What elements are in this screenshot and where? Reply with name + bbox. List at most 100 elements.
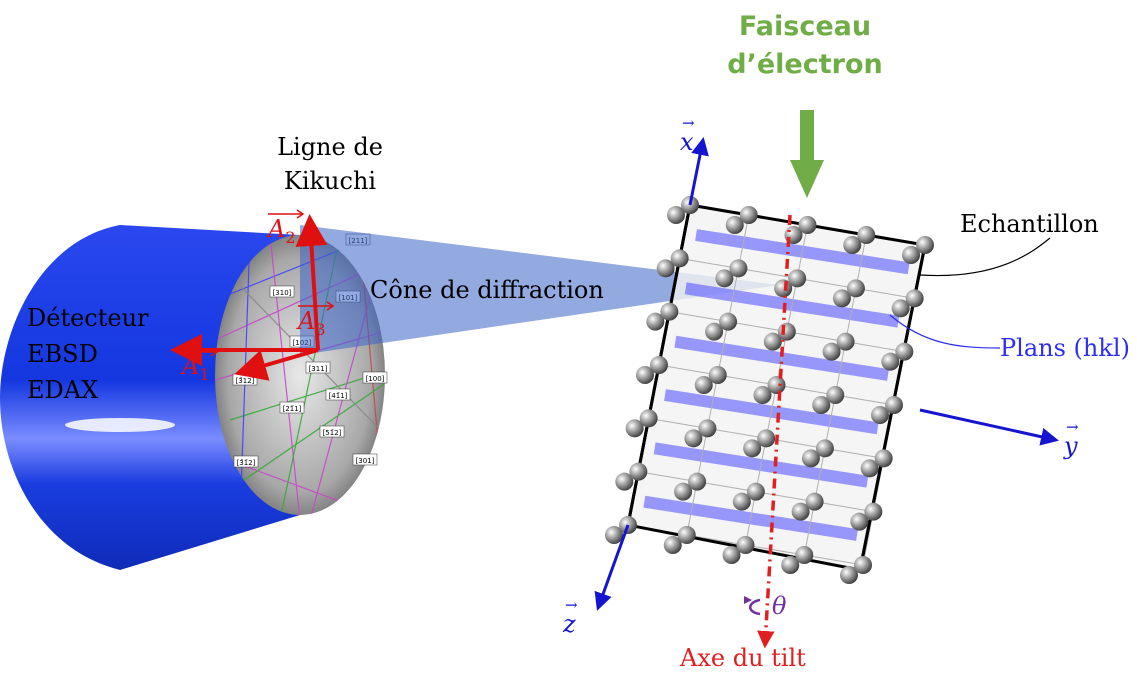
lattice-atom	[660, 302, 679, 321]
lattice-bond	[786, 331, 846, 343]
lattice-atom	[763, 332, 782, 351]
lattice-atom	[629, 462, 648, 481]
lattice-atom	[636, 366, 654, 384]
lattice-atom	[843, 236, 862, 254]
lattice-bond	[686, 481, 698, 536]
lattice-atom	[736, 536, 755, 554]
lattice-atom	[791, 502, 810, 521]
lattice-bond	[786, 278, 798, 332]
detector-label-line2: EBSD	[27, 340, 98, 368]
lattice-atom	[836, 332, 855, 351]
vector-a1-letter: A	[182, 352, 200, 380]
lattice-atom	[670, 249, 689, 268]
tilt-axis-label: Axe du tilt	[680, 644, 806, 672]
lattice-atom	[757, 429, 776, 448]
lattice-atom	[854, 556, 872, 574]
detector-vector-bars	[182, 209, 335, 357]
lattice-atom	[650, 356, 668, 374]
lattice-atom	[694, 376, 713, 394]
lattice-bond	[776, 384, 836, 396]
lattice-bond	[824, 394, 836, 449]
lattice-bond	[745, 491, 757, 546]
svg-text:[100]: [100]	[366, 375, 385, 383]
axis-y-letter: y	[1064, 432, 1078, 460]
pattern-index-label: [3̄1̄2]	[233, 455, 259, 468]
lattice-atom	[874, 449, 893, 468]
lattice-atom	[667, 206, 685, 224]
detector-label: Détecteur EBSD EDAX	[27, 300, 149, 408]
vector-a1-label: A1	[182, 352, 210, 384]
lattice-bond	[855, 287, 915, 299]
lattice-atom	[688, 472, 707, 491]
lattice-atom	[864, 502, 883, 521]
lattice-bond	[727, 321, 787, 333]
lattice-bond	[745, 544, 805, 556]
kikuchi-label: Ligne de Kikuchi	[255, 130, 405, 198]
vector-a2-label: A2	[268, 215, 296, 247]
lattice-bond	[804, 554, 864, 566]
lattice-atom	[777, 322, 796, 341]
lattice-atom	[795, 546, 814, 564]
lattice-atom	[677, 526, 696, 544]
svg-text:[3̄12]: [3̄12]	[236, 377, 255, 385]
lattice-atom	[722, 546, 741, 564]
lattice-atom	[895, 342, 914, 361]
svg-text:[311]: [311]	[309, 365, 328, 373]
svg-text:[310]: [310]	[273, 289, 292, 297]
lattice-bond	[835, 394, 895, 406]
lattice-atom	[781, 556, 800, 574]
lattice-atom	[729, 259, 748, 278]
lattice-atom	[881, 352, 900, 371]
lattice-atom	[625, 419, 644, 438]
lattice-atom	[656, 259, 675, 278]
svg-text:[41̄1]: [41̄1]	[329, 392, 348, 400]
lattice-atom	[801, 449, 820, 468]
lattice-bond	[814, 448, 826, 502]
lattice-bond	[679, 257, 739, 269]
vector-a3-letter: A	[298, 307, 316, 335]
svg-text:[301]: [301]	[356, 457, 375, 465]
lattice-atom	[725, 216, 744, 234]
axis-z-letter: z	[563, 610, 576, 638]
detector-label-line3: EDAX	[27, 376, 99, 404]
lattice-atom	[674, 482, 693, 501]
lattice-bond	[696, 428, 708, 482]
lattice-atom	[732, 492, 751, 511]
lattice-atom	[746, 482, 765, 501]
lattice-bond	[862, 511, 874, 566]
svg-text:[51̄2]: [51̄2]	[323, 429, 342, 437]
lattice-bond	[717, 374, 777, 386]
pattern-index-label: [311]	[305, 361, 331, 374]
lattice-atom	[788, 269, 807, 288]
lattice-bond	[845, 288, 857, 342]
detector-label-line1: Détecteur	[27, 304, 149, 332]
tilt-axis	[744, 214, 792, 649]
electron-beam-label-line2: d’électron	[727, 49, 883, 80]
lattice-atom	[826, 386, 845, 404]
svg-text:[3̄1̄2]: [3̄1̄2]	[237, 459, 256, 467]
pattern-index-label: [51̄2]	[319, 425, 345, 438]
sample-leader-line	[919, 237, 1051, 277]
lattice-bond	[814, 501, 874, 513]
vector-a2-sub: 2	[285, 227, 296, 247]
lattice-bond	[776, 331, 788, 386]
theta-label: θ	[772, 592, 787, 620]
lattice-atom	[857, 226, 876, 244]
axis-z-label: → z	[563, 596, 578, 638]
lattice-atom	[798, 216, 817, 234]
axis-x-letter: x	[680, 128, 694, 156]
pattern-index-label: [3̄12]	[232, 373, 258, 386]
lattice-atom	[719, 312, 738, 331]
vector-a3-label: A3	[298, 307, 326, 339]
axis-x-arrow: →	[682, 114, 695, 132]
axis-y-arrow: →	[1066, 418, 1079, 436]
pattern-index-label: [41̄1]	[325, 388, 351, 401]
lattice-atom	[846, 279, 865, 298]
planes-leader-line	[889, 314, 1001, 349]
lattice-bond	[755, 491, 815, 503]
lattice-bond	[727, 268, 739, 322]
kikuchi-label-line1: Ligne de	[277, 133, 383, 161]
lattice-atom	[850, 512, 869, 531]
electron-beam-label: Faisceau d’électron	[725, 8, 885, 84]
